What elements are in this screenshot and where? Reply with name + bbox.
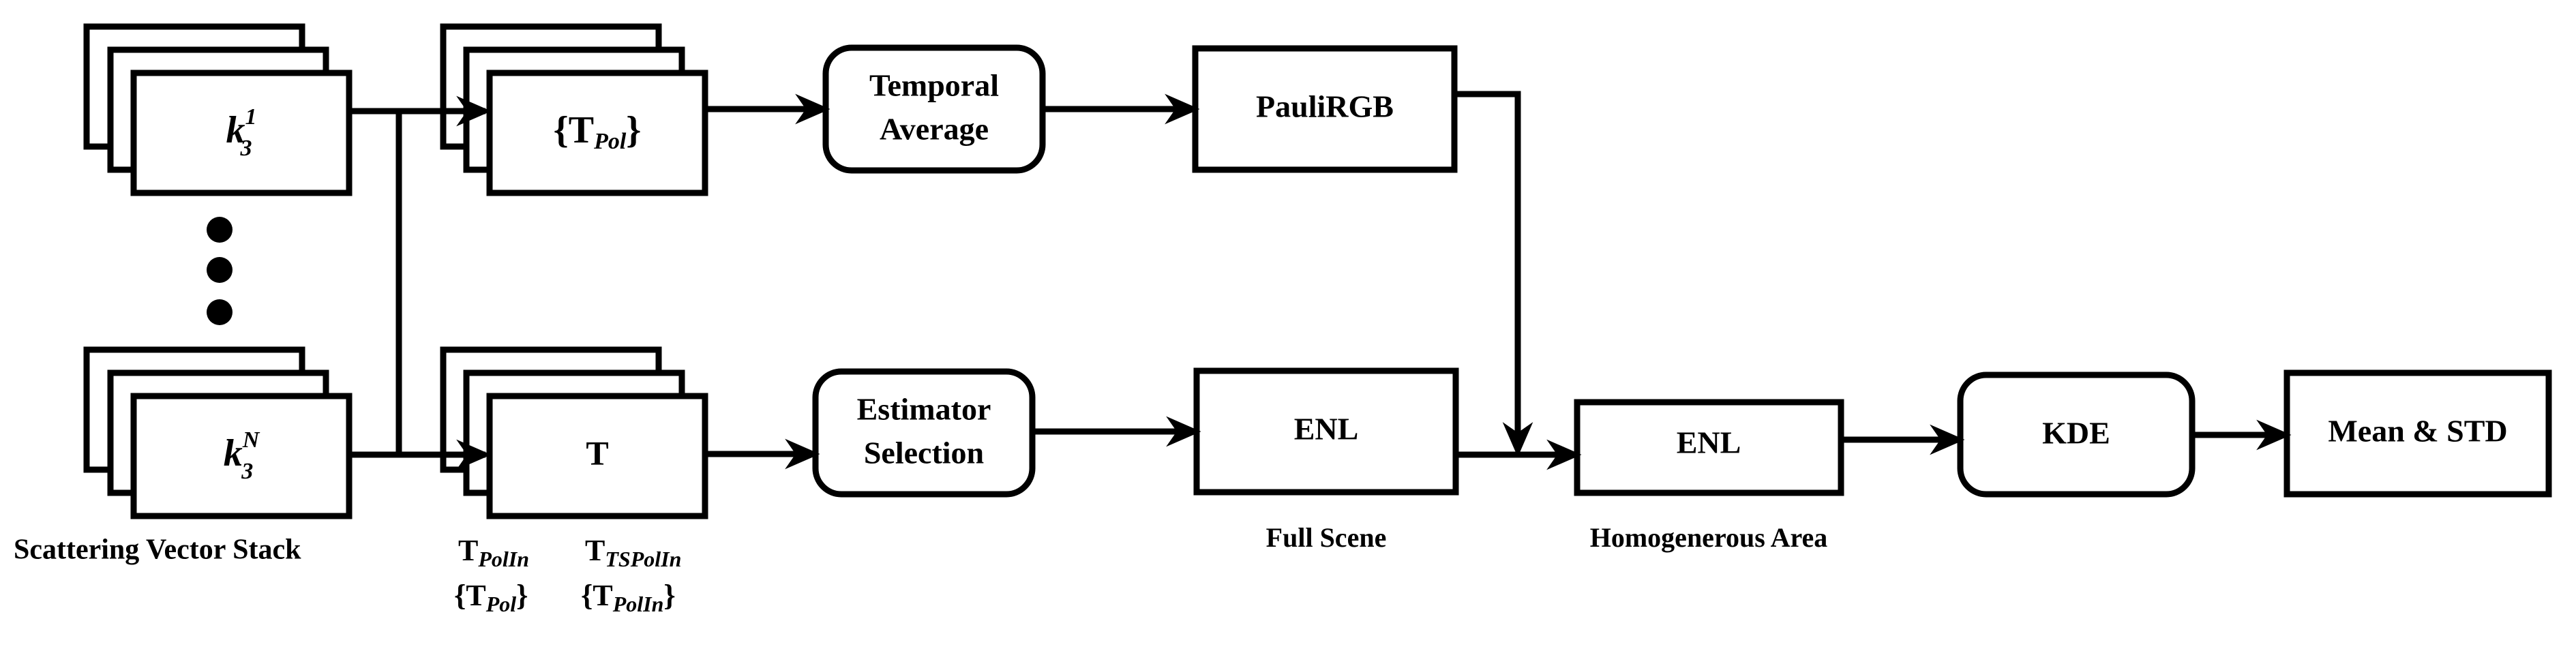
node-temporal-average-line1: Temporal: [869, 68, 999, 103]
node-enl-homogeneous-area[interactable]: ENL: [1574, 399, 1844, 496]
arrowhead-to-enl-full-scene: [1166, 416, 1201, 447]
arrowhead-to-mean-std: [2256, 419, 2292, 451]
caption-homogeneous-area: Homogenerous Area: [1590, 522, 1828, 553]
node-mean-std-rect[interactable]: [2283, 369, 2552, 498]
stack-t-layer1: [486, 393, 708, 519]
node-temporal-average-rect[interactable]: [822, 44, 1046, 174]
connector-pauli-rgb-to-enl-homogeneous: [1454, 91, 1521, 436]
arrowhead-pauli-rgb-down: [1502, 422, 1533, 457]
vertical-ellipsis-icon: [207, 217, 233, 325]
ellipsis-dot: [207, 257, 233, 283]
node-estimator-selection-line1: Estimator: [857, 392, 991, 427]
arrowhead-to-estimator-selection: [785, 438, 820, 470]
node-temporal-average-line2: Average: [880, 112, 989, 147]
ellipsis-dot: [207, 217, 233, 243]
node-estimator-selection-rect[interactable]: [812, 368, 1036, 498]
stack-t-pol-label: {TPol}: [554, 109, 642, 154]
ellipsis-dot: [207, 299, 233, 325]
node-temporal-average[interactable]: Temporal Average: [822, 44, 1046, 174]
stack-t-pol-layer1: [486, 70, 708, 196]
stack-t: T: [440, 346, 708, 519]
node-kde[interactable]: KDE: [1957, 372, 2196, 498]
node-pauli-rgb[interactable]: PauliRGB: [1192, 45, 1458, 173]
node-pauli-rgb-label: PauliRGB: [1256, 89, 1394, 124]
arrowhead-to-t-pol-stack: [456, 95, 492, 127]
node-enl-full-scene-label: ENL: [1294, 412, 1359, 446]
caption-scattering-vector-stack: Scattering Vector Stack: [14, 534, 301, 566]
matrix-label-set-t-pol: {TPol}: [454, 579, 528, 616]
arrowhead-to-enl-homogeneous: [1546, 439, 1582, 470]
stack-t-pol: {TPol}: [440, 23, 708, 196]
caption-full-scene: Full Scene: [1266, 522, 1387, 553]
node-kde-label: KDE: [2042, 416, 2110, 451]
stack-t-label: T: [586, 434, 608, 472]
node-enl-full-scene[interactable]: ENL: [1193, 367, 1459, 496]
arrowhead-to-t-stack: [456, 439, 492, 470]
matrix-label-t-tspolin: TTSPolIn: [585, 534, 681, 571]
stack-k3-first-layer1: [130, 70, 353, 196]
stack-k3-last-layer1: [130, 393, 353, 519]
node-enl-homogeneous-area-rect[interactable]: [1574, 399, 1844, 496]
node-mean-std-label: Mean & STD: [2328, 414, 2507, 449]
node-estimator-selection[interactable]: Estimator Selection: [812, 368, 1036, 498]
matrix-label-t-polin: TPolIn: [458, 534, 529, 571]
matrix-label-set-t-polin: {TPolIn}: [581, 579, 676, 616]
node-enl-full-scene-rect[interactable]: [1193, 367, 1459, 496]
arrowhead-to-kde: [1930, 424, 1965, 455]
node-enl-homogeneous-area-label: ENL: [1677, 425, 1741, 460]
arrowhead-to-temporal-average: [795, 93, 830, 125]
node-estimator-selection-line2: Selection: [864, 436, 984, 470]
node-mean-std[interactable]: Mean & STD: [2283, 369, 2552, 498]
arrowhead-to-pauli-rgb: [1165, 93, 1200, 125]
